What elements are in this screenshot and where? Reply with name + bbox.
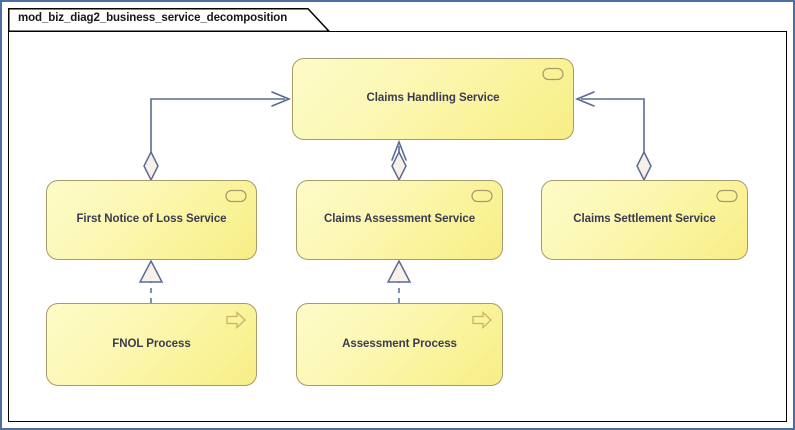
service-icon [542,67,564,81]
node-claims-settlement-service[interactable]: Claims Settlement Service [541,180,748,260]
node-claims-handling-service[interactable]: Claims Handling Service [292,58,574,140]
node-label: Claims Assessment Service [323,213,476,226]
diagram-frame-border-top [330,31,787,32]
diagram-title: mod_biz_diag2_business_service_decomposi… [18,12,288,24]
node-label: FNOL Process [112,337,191,350]
connector-aggregation-settlement-service[interactable] [574,91,652,182]
node-label: Assessment Process [342,337,457,350]
diagram-frame-border [8,31,787,422]
service-icon [225,189,247,203]
node-label: Claims Handling Service [366,92,500,105]
node-first-notice-of-loss-service[interactable]: First Notice of Loss Service [46,180,257,260]
process-arrow-icon [226,311,246,329]
connector-aggregation-assessment-service[interactable] [391,139,407,182]
node-claims-assessment-service[interactable]: Claims Assessment Service [296,180,503,260]
node-label: Claims Settlement Service [573,213,716,226]
service-icon [716,189,738,203]
node-assessment-process[interactable]: Assessment Process [296,303,503,386]
connector-realization-fnol-process[interactable] [138,259,164,303]
connector-aggregation-fnol-service[interactable] [143,91,292,182]
title-tab-shape [8,8,330,32]
node-fnol-process[interactable]: FNOL Process [46,303,257,386]
node-label: First Notice of Loss Service [76,213,227,226]
process-arrow-icon [472,311,492,329]
service-icon [471,189,493,203]
connector-realization-assessment-process[interactable] [386,259,412,303]
